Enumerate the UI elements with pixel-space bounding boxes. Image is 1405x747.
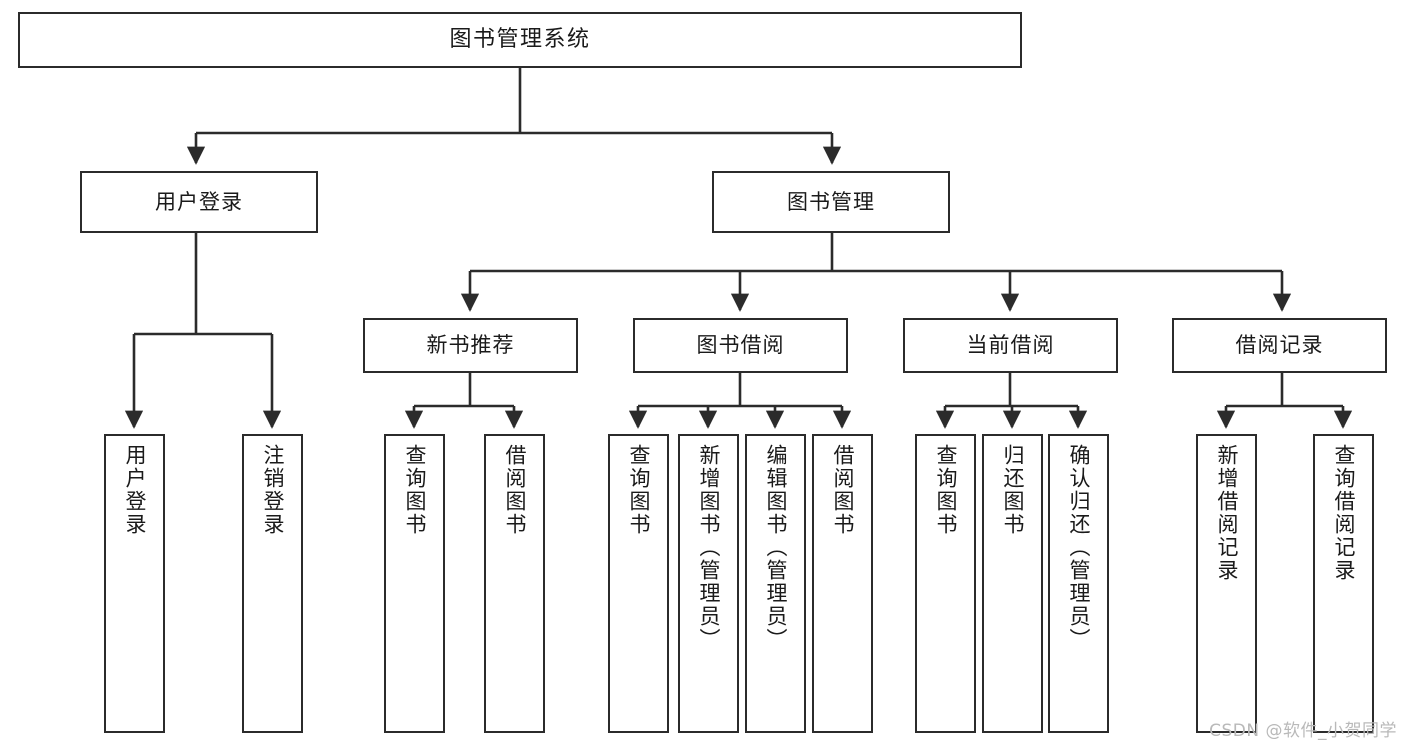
node-label: 借阅图书 <box>503 444 527 536</box>
node-label: 借阅记录 <box>1235 333 1324 358</box>
node-label: 图书管理系统 <box>449 27 591 53</box>
leaf-record-add-record[interactable]: 新增借阅记录 <box>1196 434 1257 733</box>
leaf-user-login-logout[interactable]: 注销登录 <box>242 434 303 733</box>
node-new-book-recommend[interactable]: 新书推荐 <box>363 318 578 373</box>
node-book-management[interactable]: 图书管理 <box>712 171 950 233</box>
leaf-recommend-borrow-book[interactable]: 借阅图书 <box>484 434 545 733</box>
node-label: 确认归还（管理员） <box>1067 444 1091 651</box>
leaf-recommend-query-book[interactable]: 查询图书 <box>384 434 445 733</box>
node-label: 图书借阅 <box>696 333 785 358</box>
node-label: 新增图书（管理员） <box>697 444 721 651</box>
node-label: 用户登录 <box>155 189 243 214</box>
node-label: 查询借阅记录 <box>1332 444 1356 582</box>
leaf-borrow-edit-book[interactable]: 编辑图书（管理员） <box>745 434 806 733</box>
leaf-borrow-borrow-book[interactable]: 借阅图书 <box>812 434 873 733</box>
node-label: 借阅图书 <box>831 444 855 536</box>
node-user-login[interactable]: 用户登录 <box>80 171 318 233</box>
leaf-borrow-add-book[interactable]: 新增图书（管理员） <box>678 434 739 733</box>
csdn-watermark: CSDN @软件_小贺同学 <box>1209 721 1397 741</box>
node-label: 新增借阅记录 <box>1215 444 1239 582</box>
leaf-record-query-record[interactable]: 查询借阅记录 <box>1313 434 1374 733</box>
node-label: 新书推荐 <box>426 333 515 358</box>
leaf-current-query-book[interactable]: 查询图书 <box>915 434 976 733</box>
node-label: 图书管理 <box>787 189 875 214</box>
node-label: 查询图书 <box>627 444 651 536</box>
node-label: 注销登录 <box>261 444 285 536</box>
leaf-borrow-query-book[interactable]: 查询图书 <box>608 434 669 733</box>
leaf-current-confirm-return[interactable]: 确认归还（管理员） <box>1048 434 1109 733</box>
node-borrow-record[interactable]: 借阅记录 <box>1172 318 1387 373</box>
node-root-system[interactable]: 图书管理系统 <box>18 12 1022 68</box>
node-current-borrow[interactable]: 当前借阅 <box>903 318 1118 373</box>
leaf-user-login-login[interactable]: 用户登录 <box>104 434 165 733</box>
node-label: 查询图书 <box>934 444 958 536</box>
node-book-borrow[interactable]: 图书借阅 <box>633 318 848 373</box>
node-label: 编辑图书（管理员） <box>764 444 788 651</box>
node-label: 查询图书 <box>403 444 427 536</box>
leaf-current-return-book[interactable]: 归还图书 <box>982 434 1043 733</box>
node-label: 归还图书 <box>1001 444 1025 536</box>
node-label: 用户登录 <box>123 444 147 536</box>
node-label: 当前借阅 <box>966 333 1055 358</box>
